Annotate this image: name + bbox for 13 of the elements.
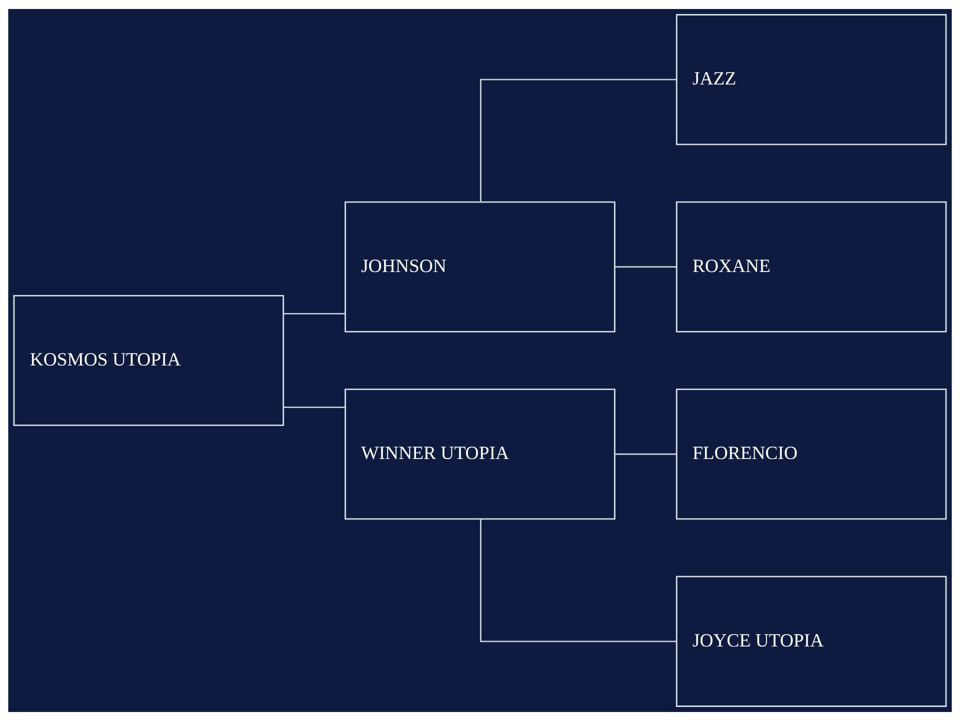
node-box: JAZZ (676, 14, 947, 145)
node-box: KOSMOS UTOPIA (13, 294, 284, 426)
node-box: JOHNSON (344, 200, 616, 332)
node-box: FLORENCIO (676, 388, 947, 520)
connector (283, 406, 345, 408)
connector (614, 266, 676, 268)
node-box: ROXANE (676, 200, 947, 332)
node-box: JOYCE UTOPIA (676, 575, 947, 706)
connector (480, 518, 676, 642)
connector (614, 452, 676, 454)
node-box: WINNER UTOPIA (344, 388, 616, 520)
connector (480, 78, 676, 202)
connector (283, 312, 345, 314)
